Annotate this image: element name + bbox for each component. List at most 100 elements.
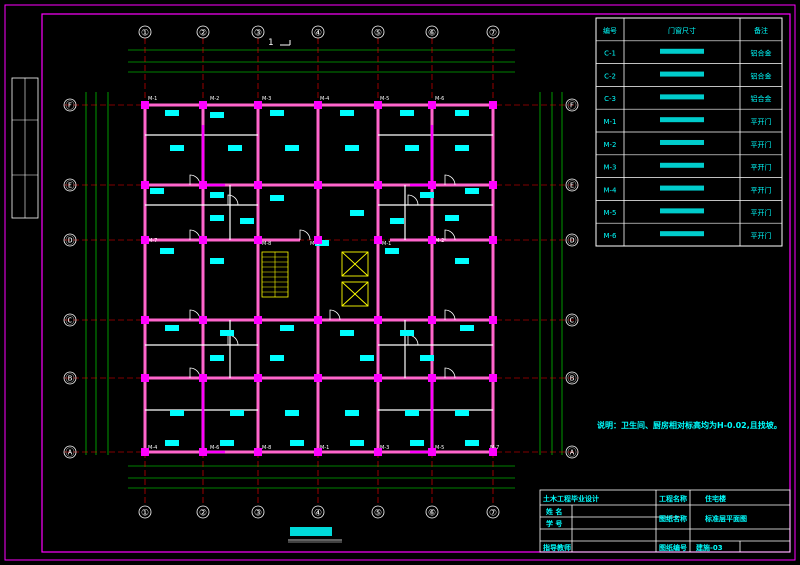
- column: [314, 101, 322, 109]
- column: [141, 236, 149, 244]
- axis-bubble-column: ⑦: [486, 25, 500, 39]
- column: [374, 316, 382, 324]
- room-label: [228, 145, 242, 151]
- outer-frame: [4, 4, 796, 561]
- room-label: [345, 410, 359, 416]
- room-label: [230, 410, 244, 416]
- tb-row2-label: 姓 名: [545, 507, 562, 516]
- room-label: [400, 110, 414, 116]
- axis-bubble-column: ②: [196, 25, 210, 39]
- schedule-code: C-1: [604, 50, 616, 58]
- column: [428, 316, 436, 324]
- room-label: [210, 215, 224, 221]
- schedule-size: [660, 139, 704, 145]
- room-label: [345, 145, 359, 151]
- tb-drawing-name: 标准层平面图: [704, 514, 747, 523]
- axis-label: ⑦: [489, 509, 497, 519]
- tb-drawing-no-label: 图纸编号: [659, 543, 687, 552]
- room-label: [340, 330, 354, 336]
- axis-label: ②: [199, 509, 207, 519]
- room-label: [405, 410, 419, 416]
- door-tag: M-2: [210, 96, 219, 102]
- column: [199, 181, 207, 189]
- schedule-remark: 平开门: [751, 185, 772, 194]
- axis-label: Ⓓ: [567, 236, 576, 247]
- door-tag: M-1: [382, 241, 391, 247]
- room-label: [285, 145, 299, 151]
- door-tag: M-7: [148, 238, 157, 244]
- binding-strip: [11, 77, 39, 219]
- structural-columns: [141, 101, 497, 456]
- room-label: [270, 355, 284, 361]
- column: [428, 181, 436, 189]
- column: [254, 101, 262, 109]
- axis-bubble-column: ⑦: [486, 505, 500, 519]
- room-label: [455, 145, 469, 151]
- door-swing: [444, 229, 456, 241]
- column: [314, 236, 322, 244]
- axis-label: Ⓕ: [65, 101, 74, 112]
- column: [374, 448, 382, 456]
- room-label: [285, 410, 299, 416]
- schedule-code: M-5: [603, 209, 616, 217]
- schedule-remark: 铝合金: [751, 49, 772, 58]
- door-tag: M-5: [380, 96, 389, 102]
- axis-bubble-column: ③: [251, 505, 265, 519]
- axis-label: Ⓒ: [65, 316, 74, 327]
- column: [141, 101, 149, 109]
- column: [314, 374, 322, 382]
- axis-label: Ⓒ: [567, 316, 576, 327]
- room-label: [160, 248, 174, 254]
- axis-bubble-column: ⑥: [425, 25, 439, 39]
- column: [254, 448, 262, 456]
- room-label: [455, 258, 469, 264]
- column: [314, 448, 322, 456]
- room-label: [210, 192, 224, 198]
- axis-bubble-row: Ⓕ: [63, 98, 77, 112]
- column: [428, 374, 436, 382]
- room-label: [390, 218, 404, 224]
- schedule-remark: 平开门: [751, 231, 772, 240]
- schedule-size: [660, 231, 704, 237]
- schedule-row: C-1 铝合金: [604, 49, 771, 58]
- column: [141, 181, 149, 189]
- column: [199, 101, 207, 109]
- title-block: [539, 489, 791, 553]
- door-tag: M-6: [210, 445, 219, 451]
- schedule-size: [660, 208, 704, 214]
- column: [428, 236, 436, 244]
- door-swing: [227, 194, 239, 206]
- room-label: [350, 210, 364, 216]
- column: [141, 448, 149, 456]
- tb-drawing-no: 建施-03: [696, 543, 723, 552]
- room-label: [210, 112, 224, 118]
- drawing-title: [290, 527, 332, 536]
- tb-school: 土木工程毕业设计: [543, 494, 599, 503]
- axis-bubble-column: ⑤: [371, 505, 385, 519]
- room-label: [220, 440, 234, 446]
- room-label: [165, 325, 179, 331]
- schedule-row: M-4 平开门: [603, 185, 771, 194]
- axis-label: ①: [141, 29, 149, 39]
- room-label: [240, 218, 254, 224]
- axis-label: Ⓔ: [567, 181, 576, 192]
- axis-label: ③: [254, 29, 262, 39]
- column: [428, 101, 436, 109]
- elevator-shafts: [341, 251, 369, 307]
- axis-label: ⑥: [428, 509, 436, 519]
- title-block-text: 土木工程毕业设计 工程名称 住宅楼 姓 名 学 号 图纸名称 标准层平面图 指导…: [543, 494, 747, 552]
- column: [254, 181, 262, 189]
- door-tag: M-2: [435, 238, 444, 244]
- door-swing: [444, 174, 456, 186]
- room-label: [420, 355, 434, 361]
- room-label: [465, 440, 479, 446]
- door-tag: M-8: [262, 241, 271, 247]
- axis-bubble-row: Ⓒ: [63, 313, 77, 327]
- axis-bubble-row: Ⓐ: [63, 445, 77, 459]
- schedule-size: [660, 162, 704, 168]
- schedule-code: C-3: [604, 95, 616, 103]
- axis-bubble-row: Ⓕ: [565, 98, 579, 112]
- schedule-code: M-4: [603, 186, 617, 194]
- section-marker-label: 1: [268, 38, 273, 48]
